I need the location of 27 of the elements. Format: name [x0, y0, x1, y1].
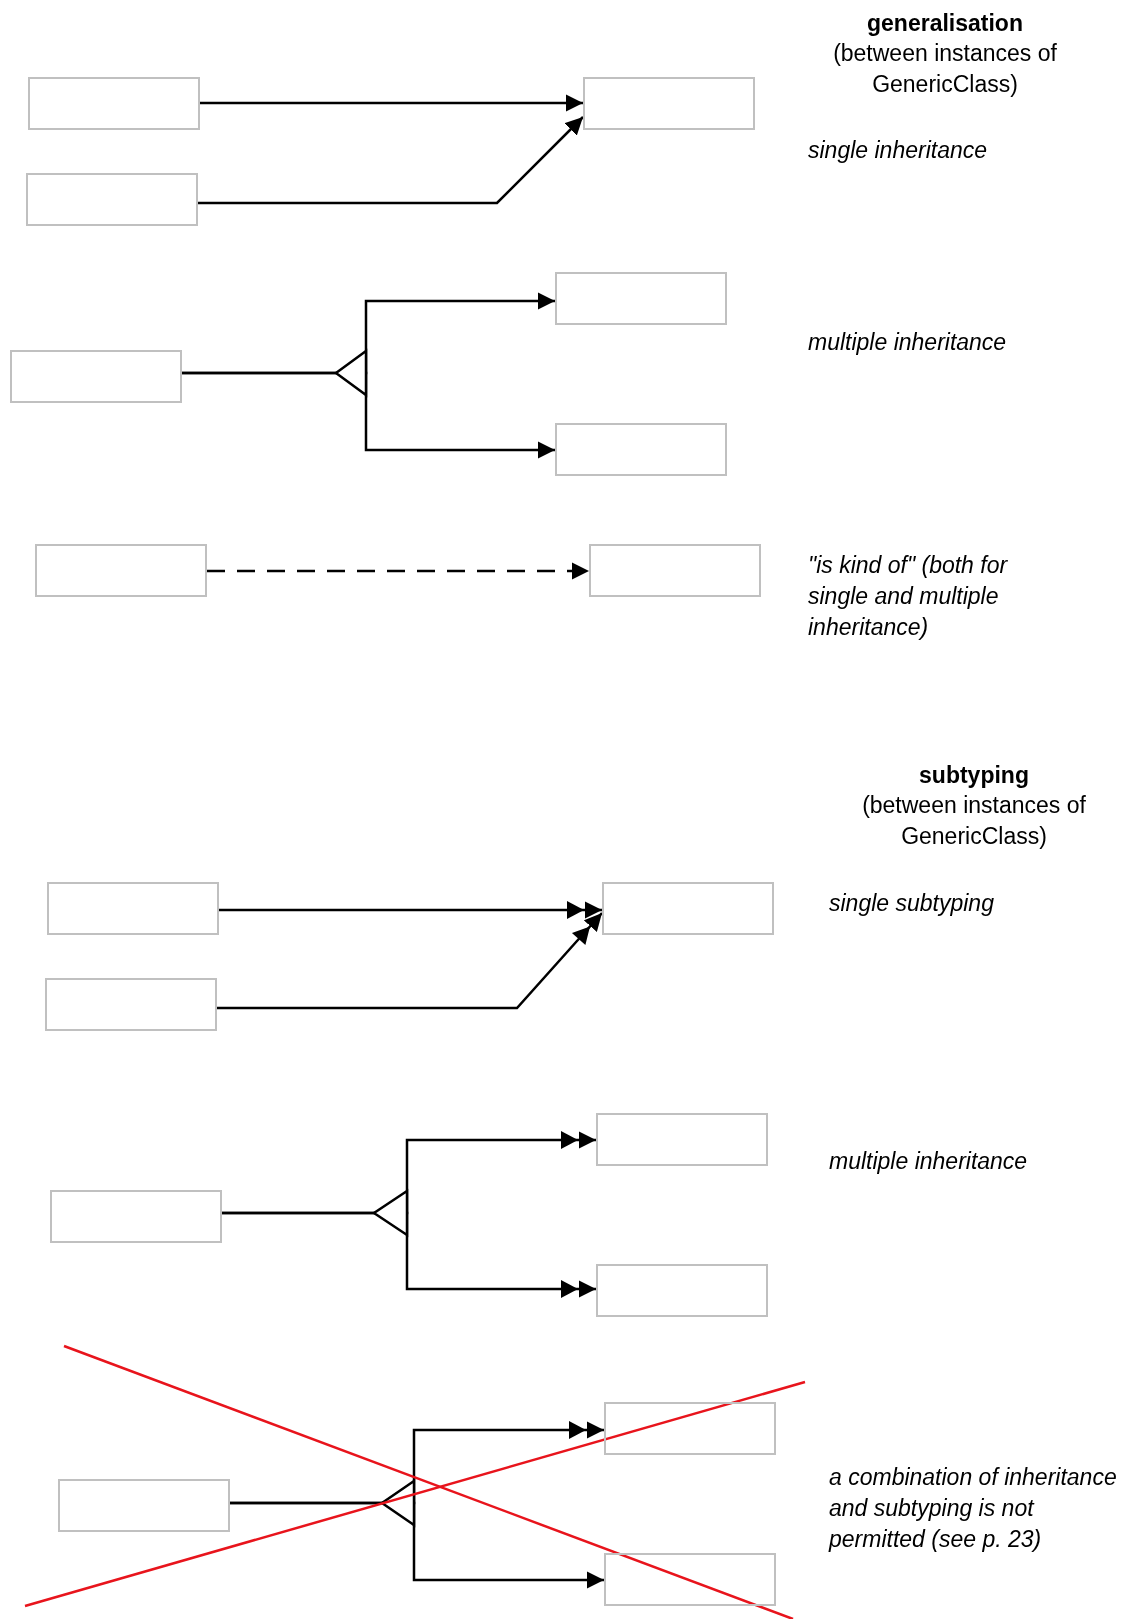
empty-class-box — [604, 1553, 776, 1606]
empty-class-box — [589, 544, 761, 597]
section-heading: subtyping — [918, 761, 1030, 790]
empty-class-box — [10, 350, 182, 403]
empty-class-box — [47, 882, 219, 935]
section-subtitle: (between instances of GenericClass) — [832, 39, 1058, 99]
empty-class-box — [555, 272, 727, 325]
annotation-text: a combination of inheritance and subtyping is not permitted (see p. 23) — [829, 1463, 1118, 1554]
annotation-text: "is kind of" (both for single and multiple inheritance) — [808, 551, 1009, 642]
empty-class-box — [58, 1479, 230, 1532]
empty-class-box — [596, 1113, 768, 1166]
empty-class-box — [26, 173, 198, 226]
empty-class-box — [604, 1402, 776, 1455]
empty-class-box — [555, 423, 727, 476]
annotation-text: multiple inheritance — [829, 1147, 1029, 1176]
empty-class-box — [596, 1264, 768, 1317]
section-heading: generalisation — [866, 9, 1024, 38]
empty-class-box — [50, 1190, 222, 1243]
empty-class-box — [602, 882, 774, 935]
empty-class-box — [583, 77, 755, 130]
empty-class-box — [45, 978, 217, 1031]
empty-class-box — [35, 544, 207, 597]
annotation-text: multiple inheritance — [808, 328, 1008, 357]
empty-class-box — [28, 77, 200, 130]
annotation-text: single inheritance — [808, 136, 988, 165]
section-subtitle: (between instances of GenericClass) — [861, 791, 1087, 851]
annotation-text: single subtyping — [829, 889, 995, 918]
